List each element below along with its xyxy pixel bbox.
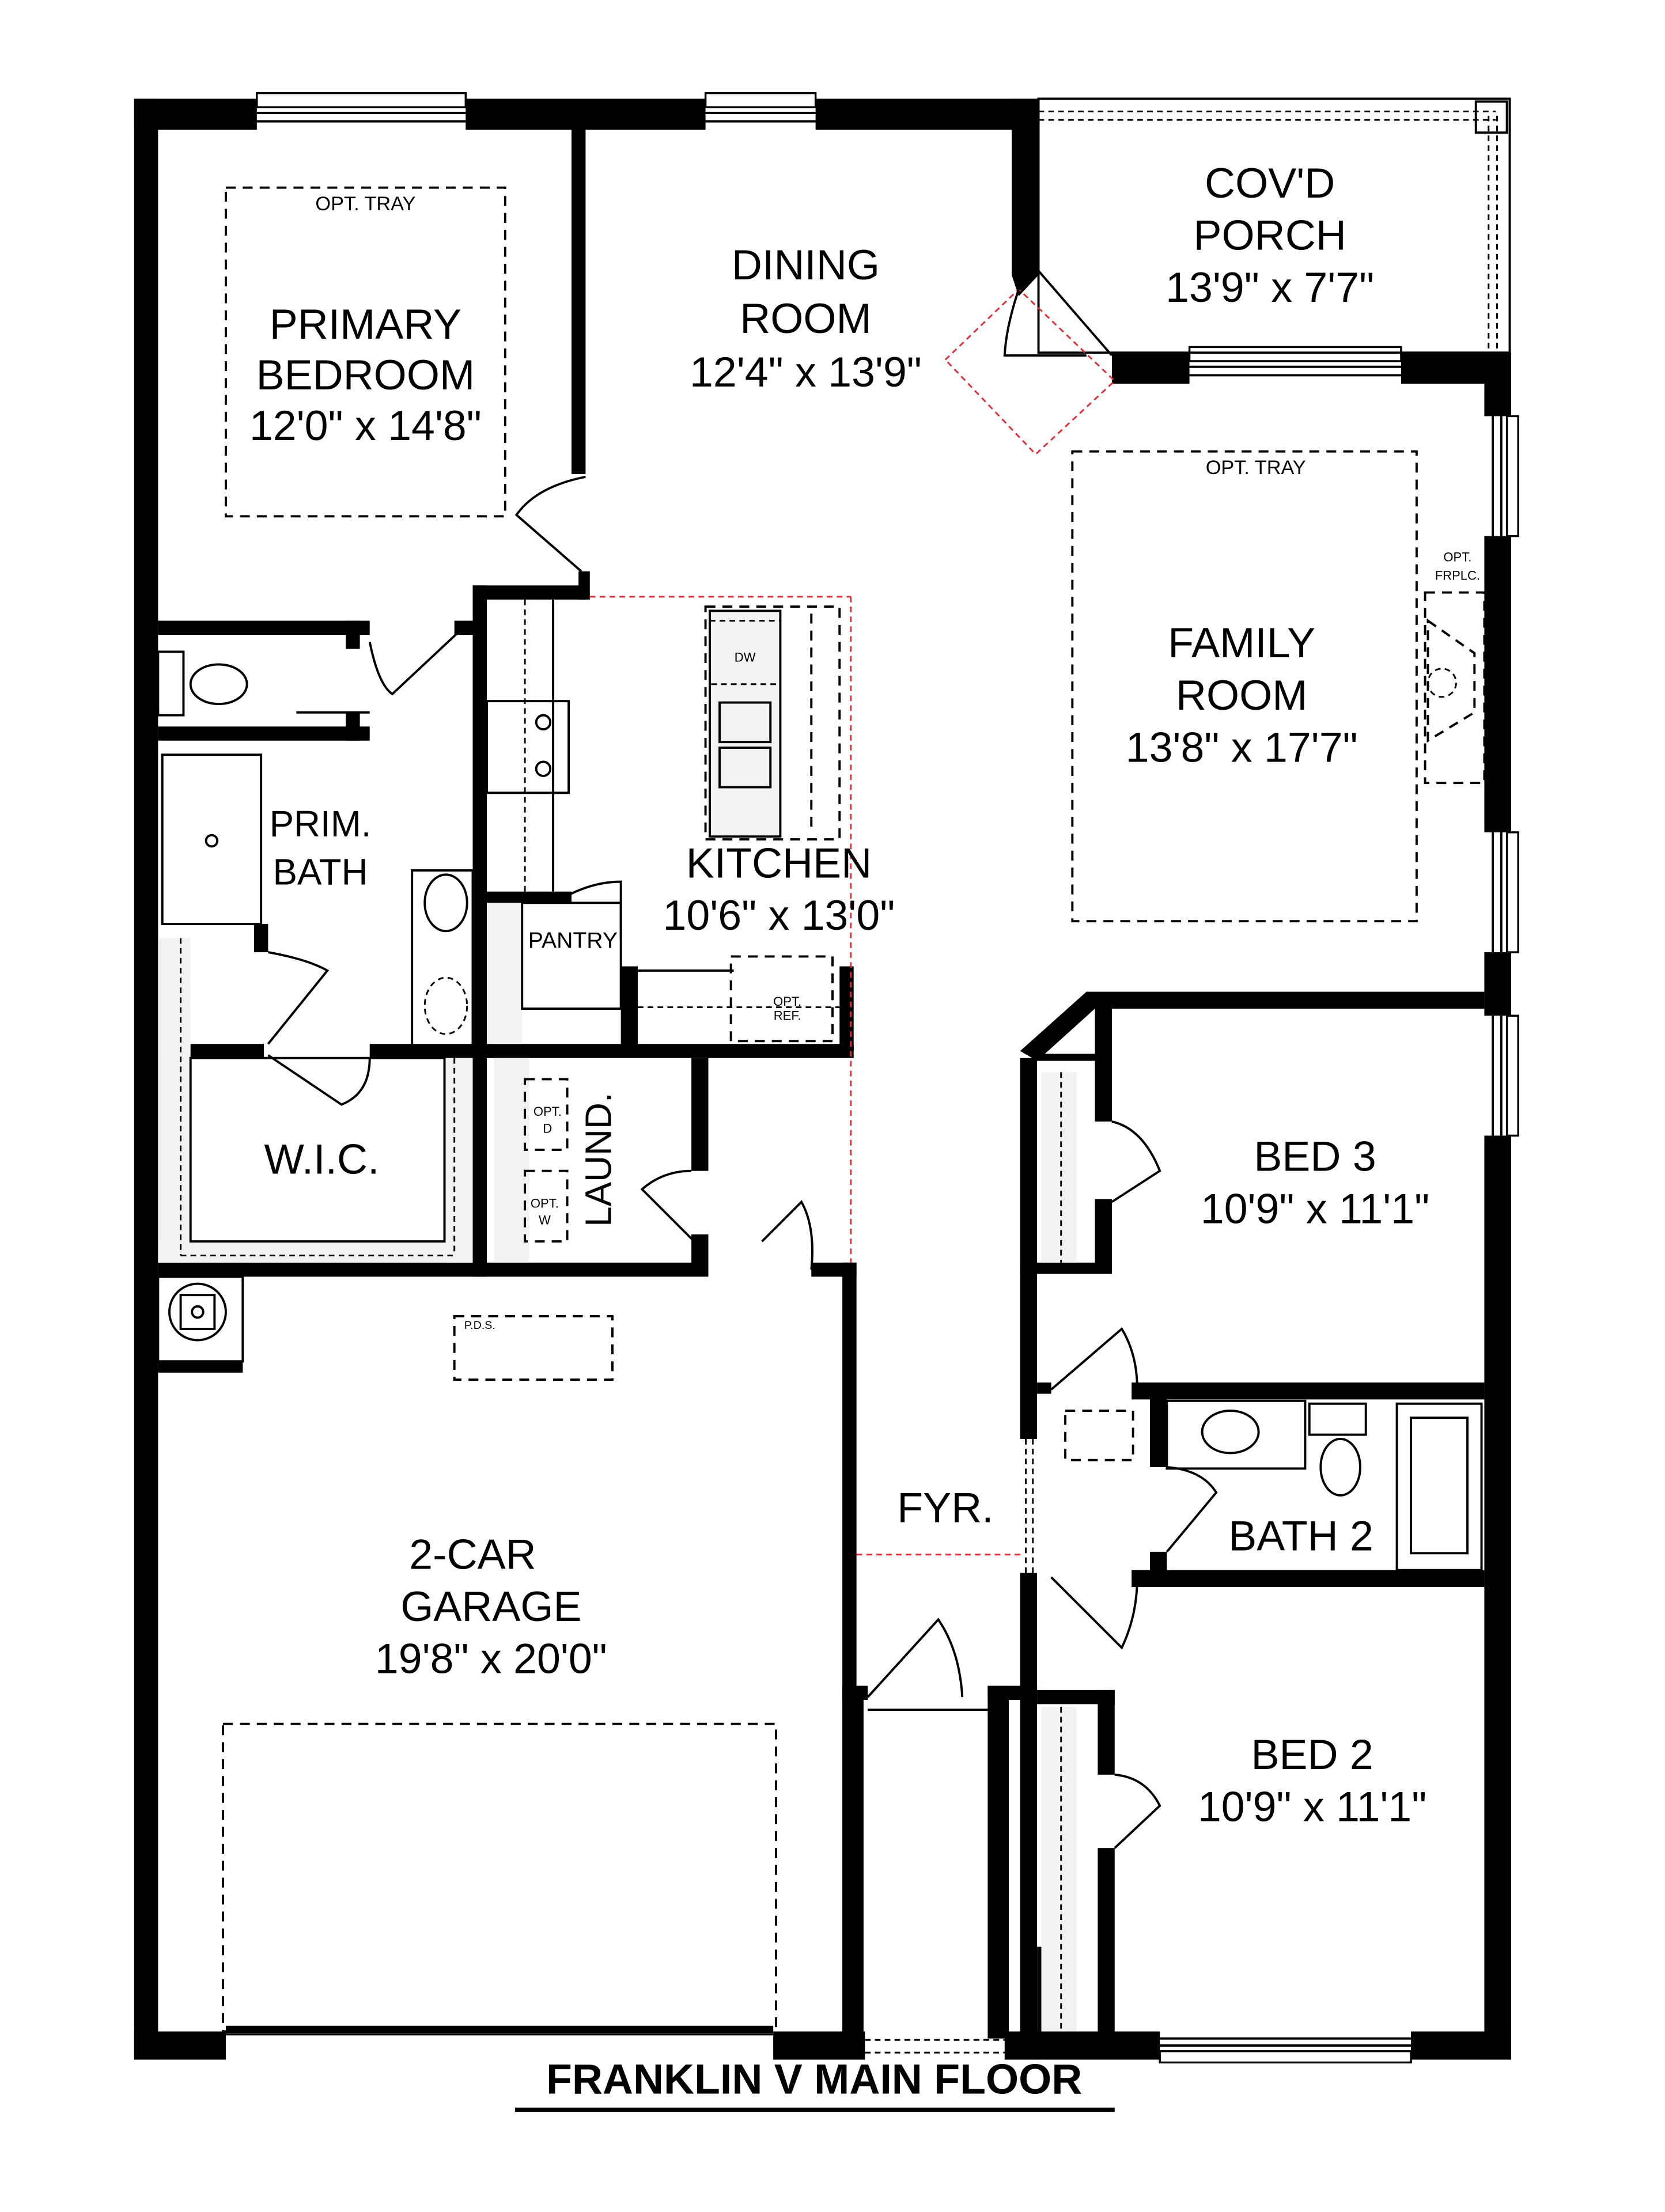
family-tray-ceiling (1071, 450, 1418, 923)
sink-icon (1201, 1410, 1260, 1455)
fireplace-label-line1: OPT. (1443, 550, 1471, 565)
primary-bedroom-label-line2: BEDROOM (256, 351, 475, 399)
porch-outline (1037, 97, 1511, 354)
ref-label-line1: OPT. (773, 994, 801, 1009)
garage-size: 19'8" x 20'0" (375, 1634, 607, 1682)
primary-tray-ceiling (224, 186, 506, 518)
pantry-label: PANTRY (528, 929, 618, 953)
dining-room-size: 12'4" x 13'9" (690, 348, 922, 396)
refrigerator-icon (729, 955, 834, 1043)
fireplace-label-line2: FRPLC. (1435, 569, 1480, 583)
wic-label: W.I.C. (264, 1135, 379, 1183)
pull-down-stairs (453, 1315, 614, 1381)
bathtub-icon (161, 753, 263, 926)
dishwasher-label: DW (735, 650, 756, 665)
range-icon (486, 700, 570, 794)
prim-bath-label-line1: PRIM. (270, 804, 372, 844)
porch-size: 13'9" x 7'7" (1166, 263, 1374, 311)
dishwasher-icon (709, 620, 781, 685)
bed3-label: BED 3 (1254, 1132, 1376, 1180)
family-room-label-line2: ROOM (1176, 671, 1308, 719)
bed3-size: 10'9" x 11'1" (1201, 1184, 1429, 1232)
closet-shelving (158, 903, 1077, 2032)
title-underline (514, 2107, 1115, 2112)
washer-label-line2: W (539, 1213, 551, 1228)
dryer-icon (524, 1078, 569, 1151)
toilet-icon (1319, 1438, 1361, 1497)
interior-walls (158, 121, 1485, 2039)
dining-room-label-line2: ROOM (740, 294, 872, 342)
primary-bedroom-label-line1: PRIMARY (270, 300, 461, 348)
bed2-label: BED 2 (1251, 1730, 1373, 1778)
family-room-label-line1: FAMILY (1168, 619, 1315, 666)
kitchen-label: KITCHEN (686, 839, 872, 887)
toilet-tank-icon (157, 650, 185, 717)
doors (267, 270, 1218, 1849)
primary-bedroom-size: 12'0" x 14'8" (249, 402, 482, 449)
sink-icon (423, 976, 468, 1035)
water-heater-icon (168, 1282, 227, 1342)
island (704, 605, 841, 841)
laundry-label: LAUND. (578, 1092, 619, 1226)
bathtub-icon (1395, 1402, 1483, 1571)
garage-label-line2: GARAGE (400, 1582, 581, 1630)
bed2-size: 10'9" x 11'1" (1198, 1783, 1426, 1831)
ref-label-line2: REF. (774, 1009, 801, 1023)
fixtures (157, 591, 1486, 2033)
prim-bath-label-line2: BATH (273, 852, 368, 893)
garage-label-line1: 2-CAR (409, 1530, 536, 1578)
porch-label-line2: PORCH (1194, 211, 1346, 259)
kitchen-size: 10'6" x 13'0" (663, 891, 895, 939)
pds-label: P.D.S. (464, 1319, 495, 1332)
fireplace-icon (1424, 591, 1486, 785)
family-tray-label: OPT. TRAY (1206, 457, 1306, 479)
foyer-label: FYR. (897, 1483, 993, 1531)
optional-layout-lines (589, 288, 1116, 1556)
toilet-icon (189, 663, 248, 705)
washer-label-line1: OPT. (531, 1196, 559, 1210)
dryer-label-line1: OPT. (533, 1104, 562, 1119)
exterior-walls (134, 99, 1511, 2060)
bath2-label: BATH 2 (1228, 1512, 1373, 1559)
primary-tray-label: OPT. TRAY (315, 193, 415, 215)
porch-label-line1: COV'D (1205, 159, 1335, 207)
plan-title: FRANKLIN V MAIN FLOOR (546, 2055, 1082, 2103)
washer-icon (524, 1169, 569, 1243)
dining-room-label-line1: DINING (732, 241, 880, 289)
family-room-size: 13'8" x 17'7" (1126, 723, 1358, 771)
dryer-label-line2: D (543, 1122, 552, 1136)
sink-icon (423, 873, 468, 933)
garage-parking-outline (222, 1722, 777, 2033)
sink-icon (718, 701, 772, 744)
toilet-tank-icon (1308, 1402, 1367, 1436)
